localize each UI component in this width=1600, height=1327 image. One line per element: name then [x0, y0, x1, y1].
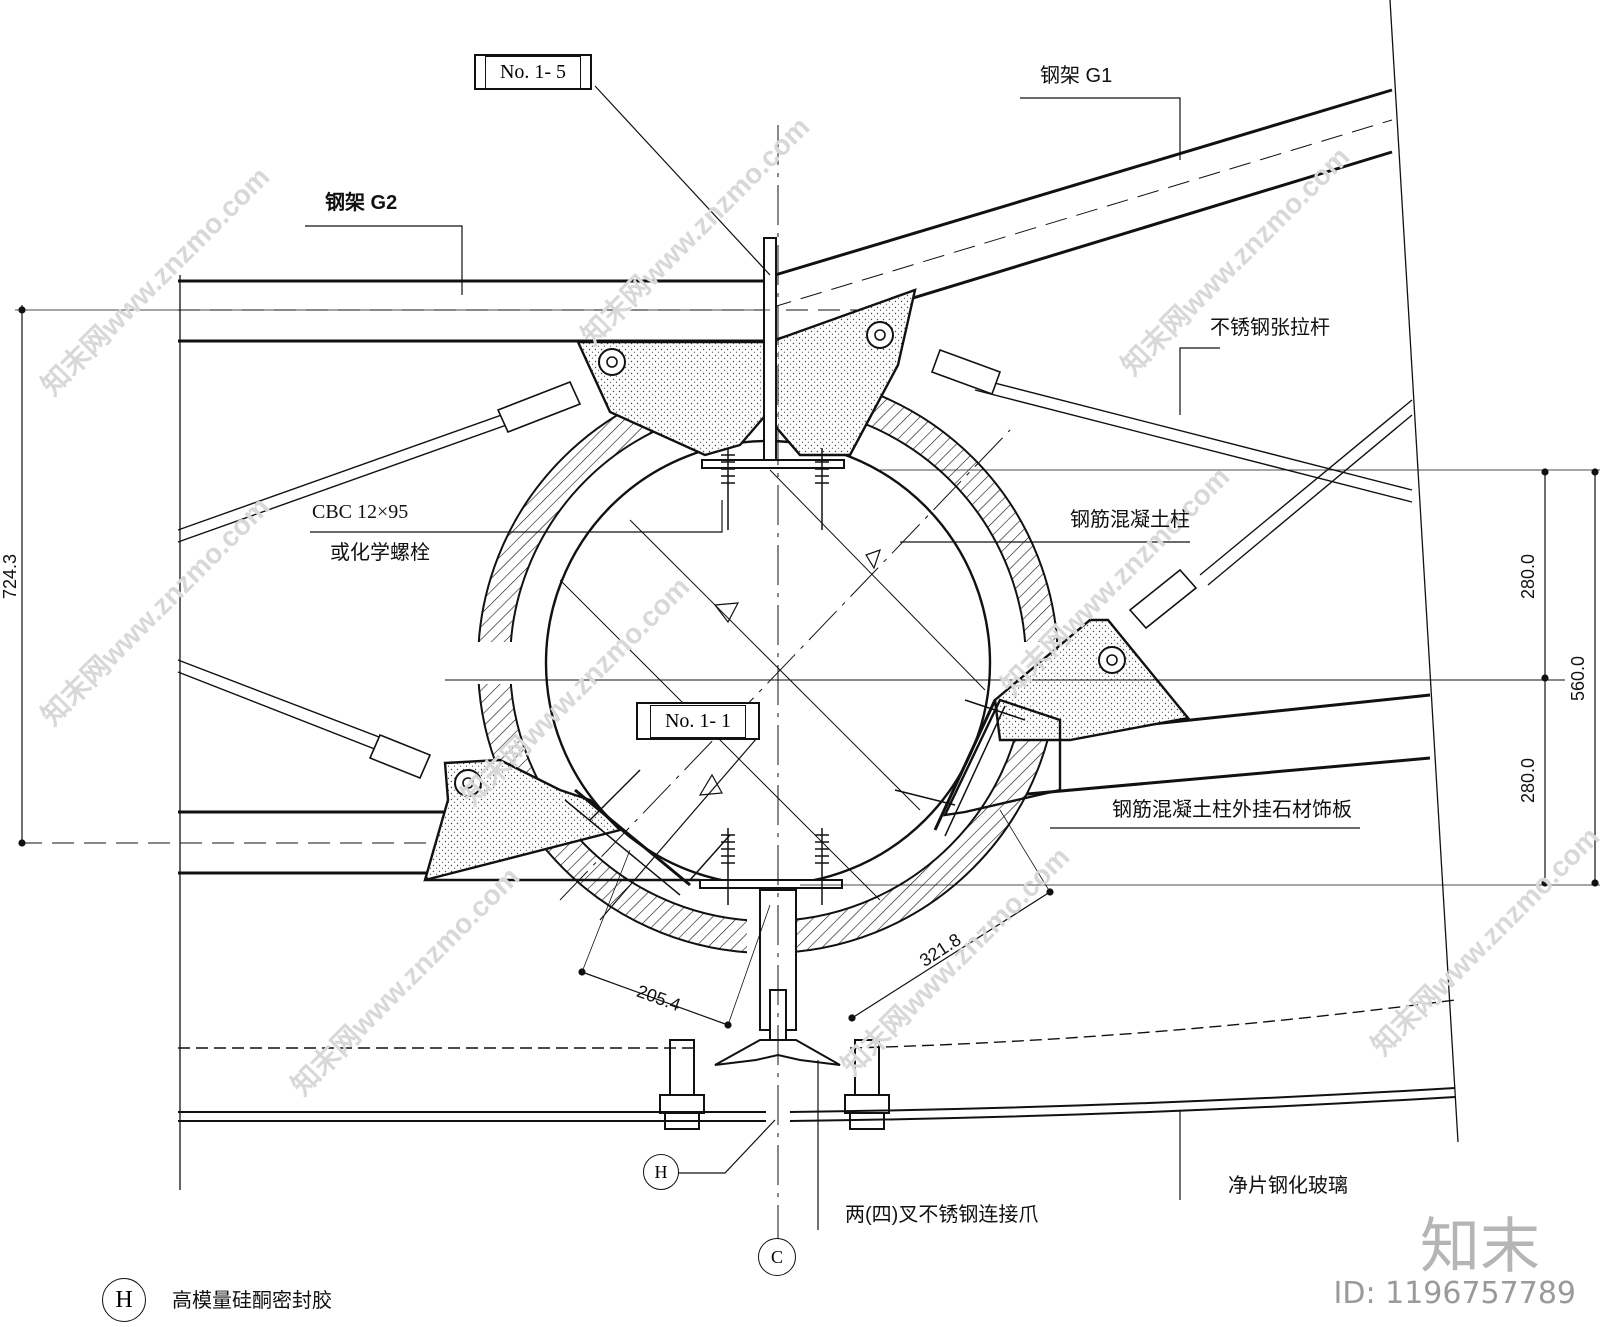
tag-no-1-5-text: No. 1- 5	[484, 55, 582, 89]
dim-right-280-top: 280.0	[1518, 553, 1539, 600]
label-glass: 净片钢化玻璃	[1228, 1175, 1348, 1197]
label-bolt-alt: 或化学螺栓	[330, 542, 430, 564]
label-spider-clip: 两(四)叉不锈钢连接爪	[845, 1204, 1039, 1226]
tension-rods	[177, 377, 1413, 758]
brand-id: ID: 1196757789	[1333, 1276, 1576, 1311]
legend-text: 高模量硅酮密封胶	[172, 1290, 332, 1312]
label-steel-g1: 钢架 G1	[1040, 65, 1113, 87]
steel-frame-lower-left	[20, 810, 700, 875]
left-bracket	[423, 758, 700, 896]
anchor-bolts	[589, 448, 1026, 905]
frame-lines	[179, 0, 1459, 1190]
label-tension-rod: 不锈钢张拉杆	[1210, 317, 1330, 339]
legend-symbol-h: H	[102, 1278, 146, 1322]
dim-left-724: 724.3	[0, 553, 21, 600]
steel-frame-g1	[769, 88, 1393, 342]
top-fin	[763, 237, 777, 461]
axis-tag-h: H	[643, 1154, 679, 1190]
center-lines	[445, 125, 1565, 1240]
leader-lines	[305, 85, 1360, 1230]
rod-fittings	[368, 348, 1198, 780]
brand-logo: 知末	[1420, 1212, 1540, 1282]
tag-no-1-1: No. 1- 1	[636, 702, 760, 740]
tag-no-1-5: No. 1- 5	[474, 54, 592, 90]
dimension-lines	[15, 305, 1600, 1029]
dim-right-560: 560.0	[1568, 655, 1589, 702]
label-stone-cladding: 钢筋混凝土柱外挂石材饰板	[1112, 799, 1352, 821]
label-steel-g2: 钢架 G2	[325, 192, 398, 214]
axis-tag-c: C	[758, 1238, 796, 1276]
dim-right-280-bottom: 280.0	[1518, 757, 1539, 804]
glass-panes	[178, 999, 1456, 1122]
tag-no-1-1-text: No. 1- 1	[649, 704, 747, 738]
label-rc-column: 钢筋混凝土柱	[1070, 509, 1190, 531]
label-bolt-spec: CBC 12×95	[312, 501, 409, 523]
